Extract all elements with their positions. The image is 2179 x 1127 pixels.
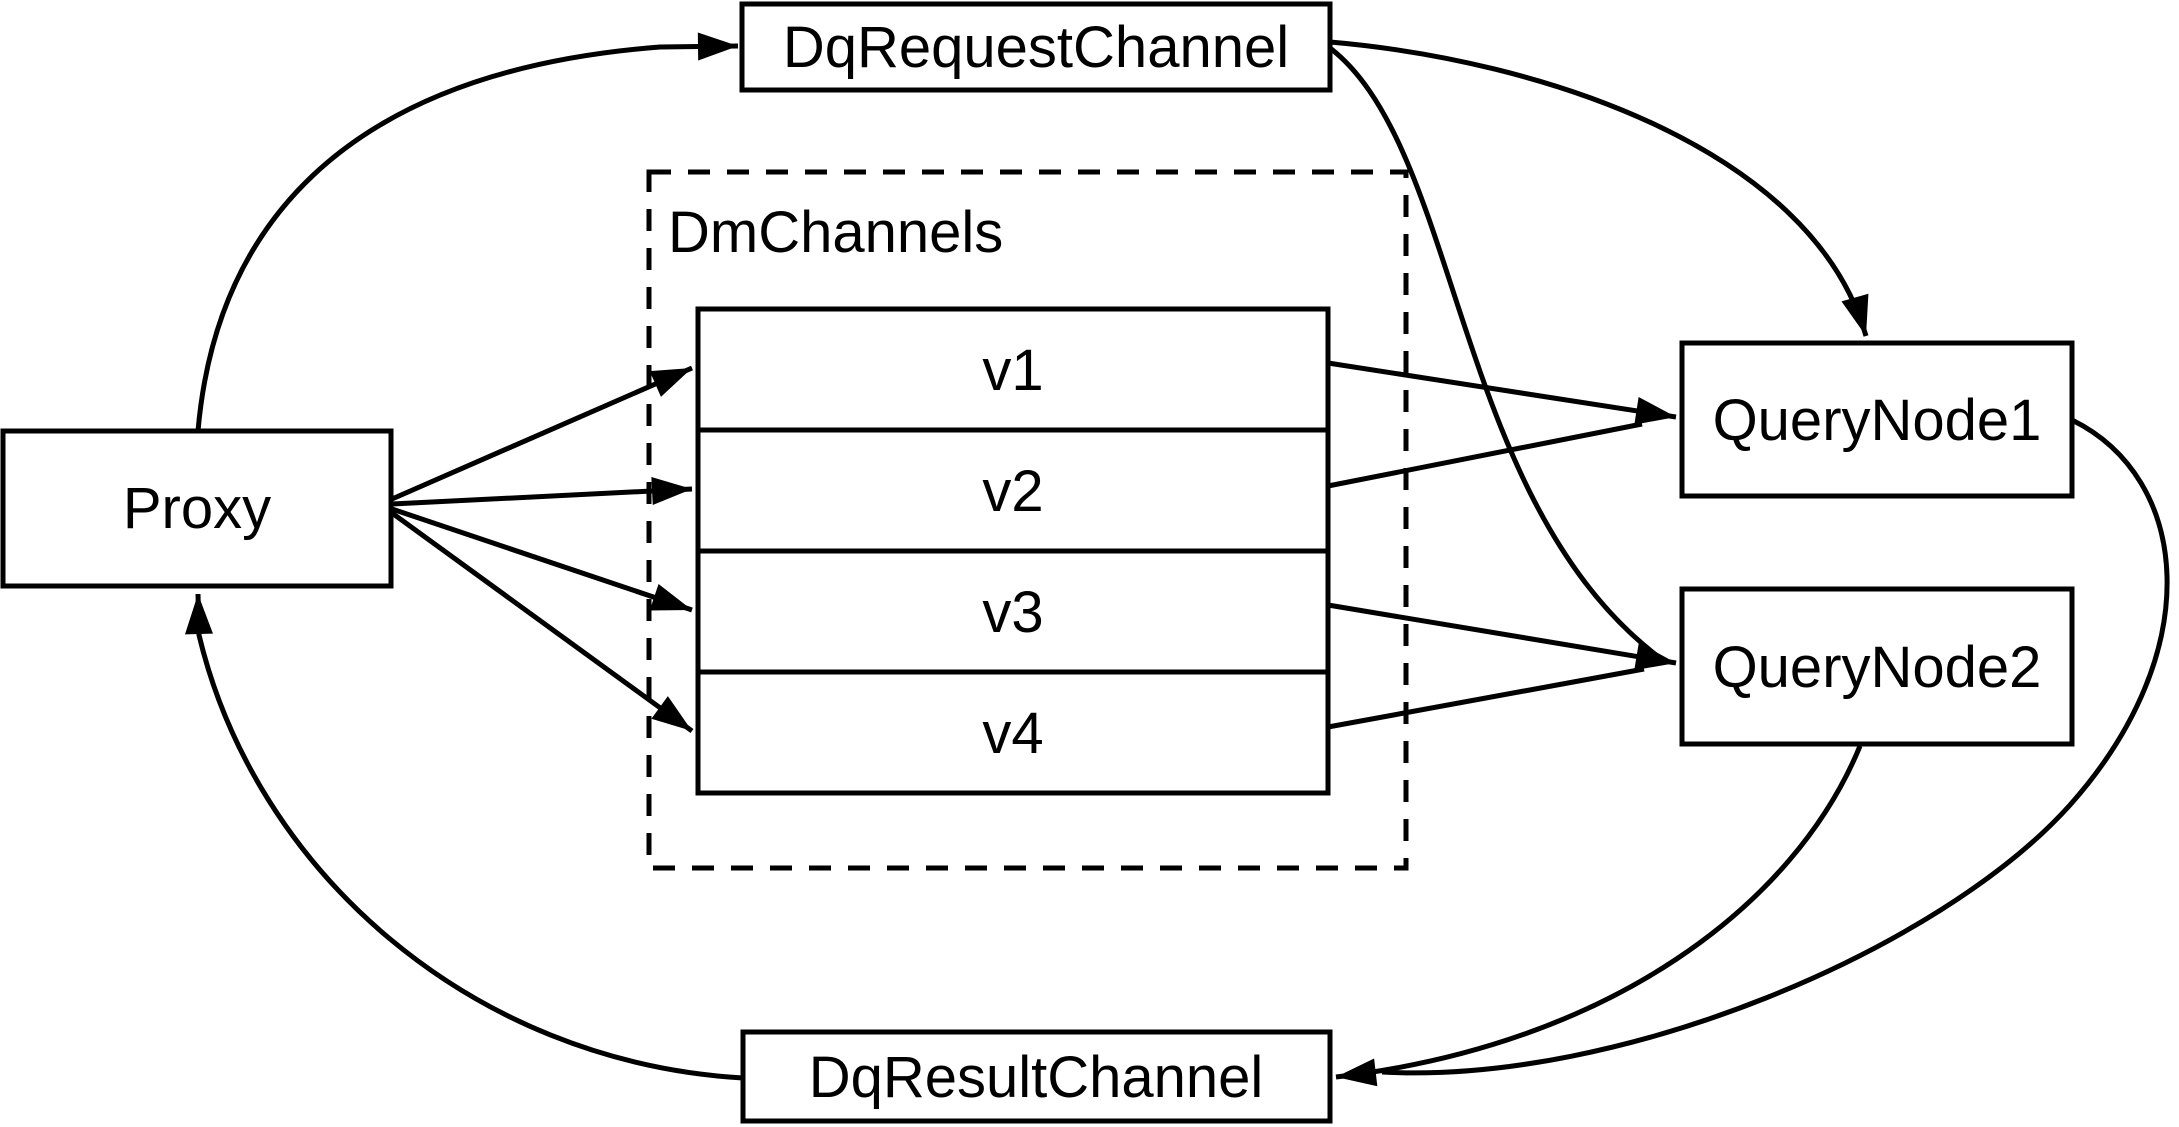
dq-request-channel-label: DqRequestChannel <box>783 15 1289 80</box>
edge-dqrequestchannel-to-querynode2 <box>1328 46 1662 660</box>
query-node-2-box <box>1679 586 2075 747</box>
channel-v3-label: v3 <box>982 580 1043 645</box>
channel-v1-label: v1 <box>982 338 1043 403</box>
dm-channels-group <box>646 169 1409 871</box>
edge-querynode2-to-dqresultchannel <box>1335 745 1863 1087</box>
edge-v2-to-querynode1 <box>1327 421 1643 489</box>
channel-v3-box <box>695 548 1331 675</box>
query-node-1-label: QueryNode1 <box>1713 388 2042 453</box>
channel-v4-label: v4 <box>982 701 1043 766</box>
edge-proxy-to-dqrequestchannel <box>195 32 739 432</box>
edge-v3-to-querynode2 <box>1327 602 1677 671</box>
edge-dqrequestchannel-to-querynode1 <box>1329 39 1869 337</box>
query-node-1-box <box>1679 340 2075 499</box>
edge-dqresultchannel-to-proxy <box>184 593 744 1081</box>
dq-request-channel-box <box>739 1 1333 93</box>
edge-proxy-to-v4 <box>390 510 694 734</box>
edge-proxy-to-v1 <box>390 365 694 502</box>
channel-v4-box <box>695 669 1331 796</box>
edge-querynode1-to-dqresultchannel <box>1381 417 2170 1076</box>
edge-v1-to-querynode1 <box>1327 360 1677 425</box>
channel-v2-box <box>695 427 1331 554</box>
edge-proxy-to-v2 <box>391 477 693 507</box>
proxy-label: Proxy <box>123 476 271 541</box>
dq-result-channel-label: DqResultChannel <box>809 1045 1264 1110</box>
edge-proxy-to-v3 <box>391 506 693 613</box>
edge-v4-to-querynode2 <box>1327 666 1645 730</box>
query-node-2-label: QueryNode2 <box>1713 635 2042 700</box>
channel-v2-label: v2 <box>982 459 1043 524</box>
dq-result-channel-box <box>740 1029 1333 1124</box>
proxy-box <box>0 428 394 589</box>
dm-channels-label: DmChannels <box>668 200 1003 265</box>
